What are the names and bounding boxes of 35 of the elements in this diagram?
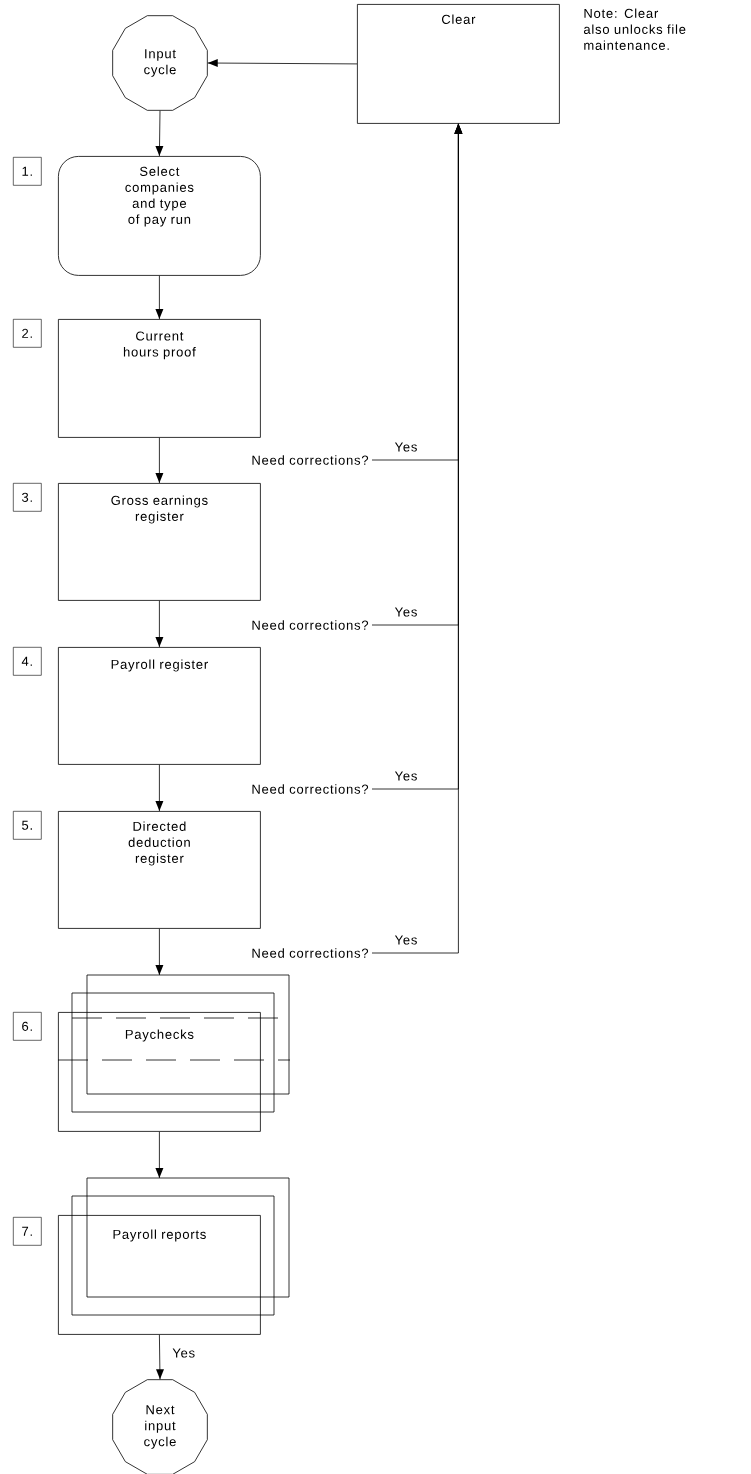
decision-text: Need corrections? [252, 948, 369, 958]
arrow [156, 1334, 164, 1380]
step-number: 1. [13, 157, 42, 186]
process-box: Clear [357, 4, 560, 124]
process-box: Directed deduction register [58, 811, 261, 929]
arrow [155, 1131, 164, 1179]
note-text: Note: Clear also unlocks file maintenance. [583, 8, 686, 50]
step-number: 7. [13, 1217, 42, 1246]
arrow [155, 764, 164, 812]
edge-label: Yes [393, 606, 419, 618]
edge-label: Yes [393, 770, 419, 782]
process-box: Gross earnings register [58, 483, 261, 601]
step-number: 2. [13, 319, 42, 348]
process-box: Payroll register [58, 647, 261, 765]
process-box: Current hours proof [58, 319, 261, 438]
document-stack: Payroll reports [58, 1177, 290, 1335]
step-number: 5. [13, 811, 42, 840]
step-number: 3. [13, 483, 42, 512]
arrow [155, 110, 164, 157]
step-number: 4. [13, 647, 42, 676]
edge-label: Yes [393, 441, 419, 453]
rounded-process-box: Select companies and type of pay run [58, 156, 261, 276]
arrow [207, 59, 358, 67]
arrow [155, 600, 164, 648]
arrow [155, 928, 164, 976]
edge-label: Yes [171, 1347, 197, 1359]
decision-text: Need corrections? [252, 620, 369, 630]
edge-label: Yes [393, 934, 419, 946]
arrow [155, 437, 164, 484]
arrow [155, 275, 164, 320]
decision-text: Need corrections? [252, 455, 369, 465]
step-number: 6. [13, 1012, 42, 1041]
arrow [371, 123, 463, 954]
decision-text: Need corrections? [252, 784, 369, 794]
check-stack: Paychecks [57, 974, 291, 1132]
